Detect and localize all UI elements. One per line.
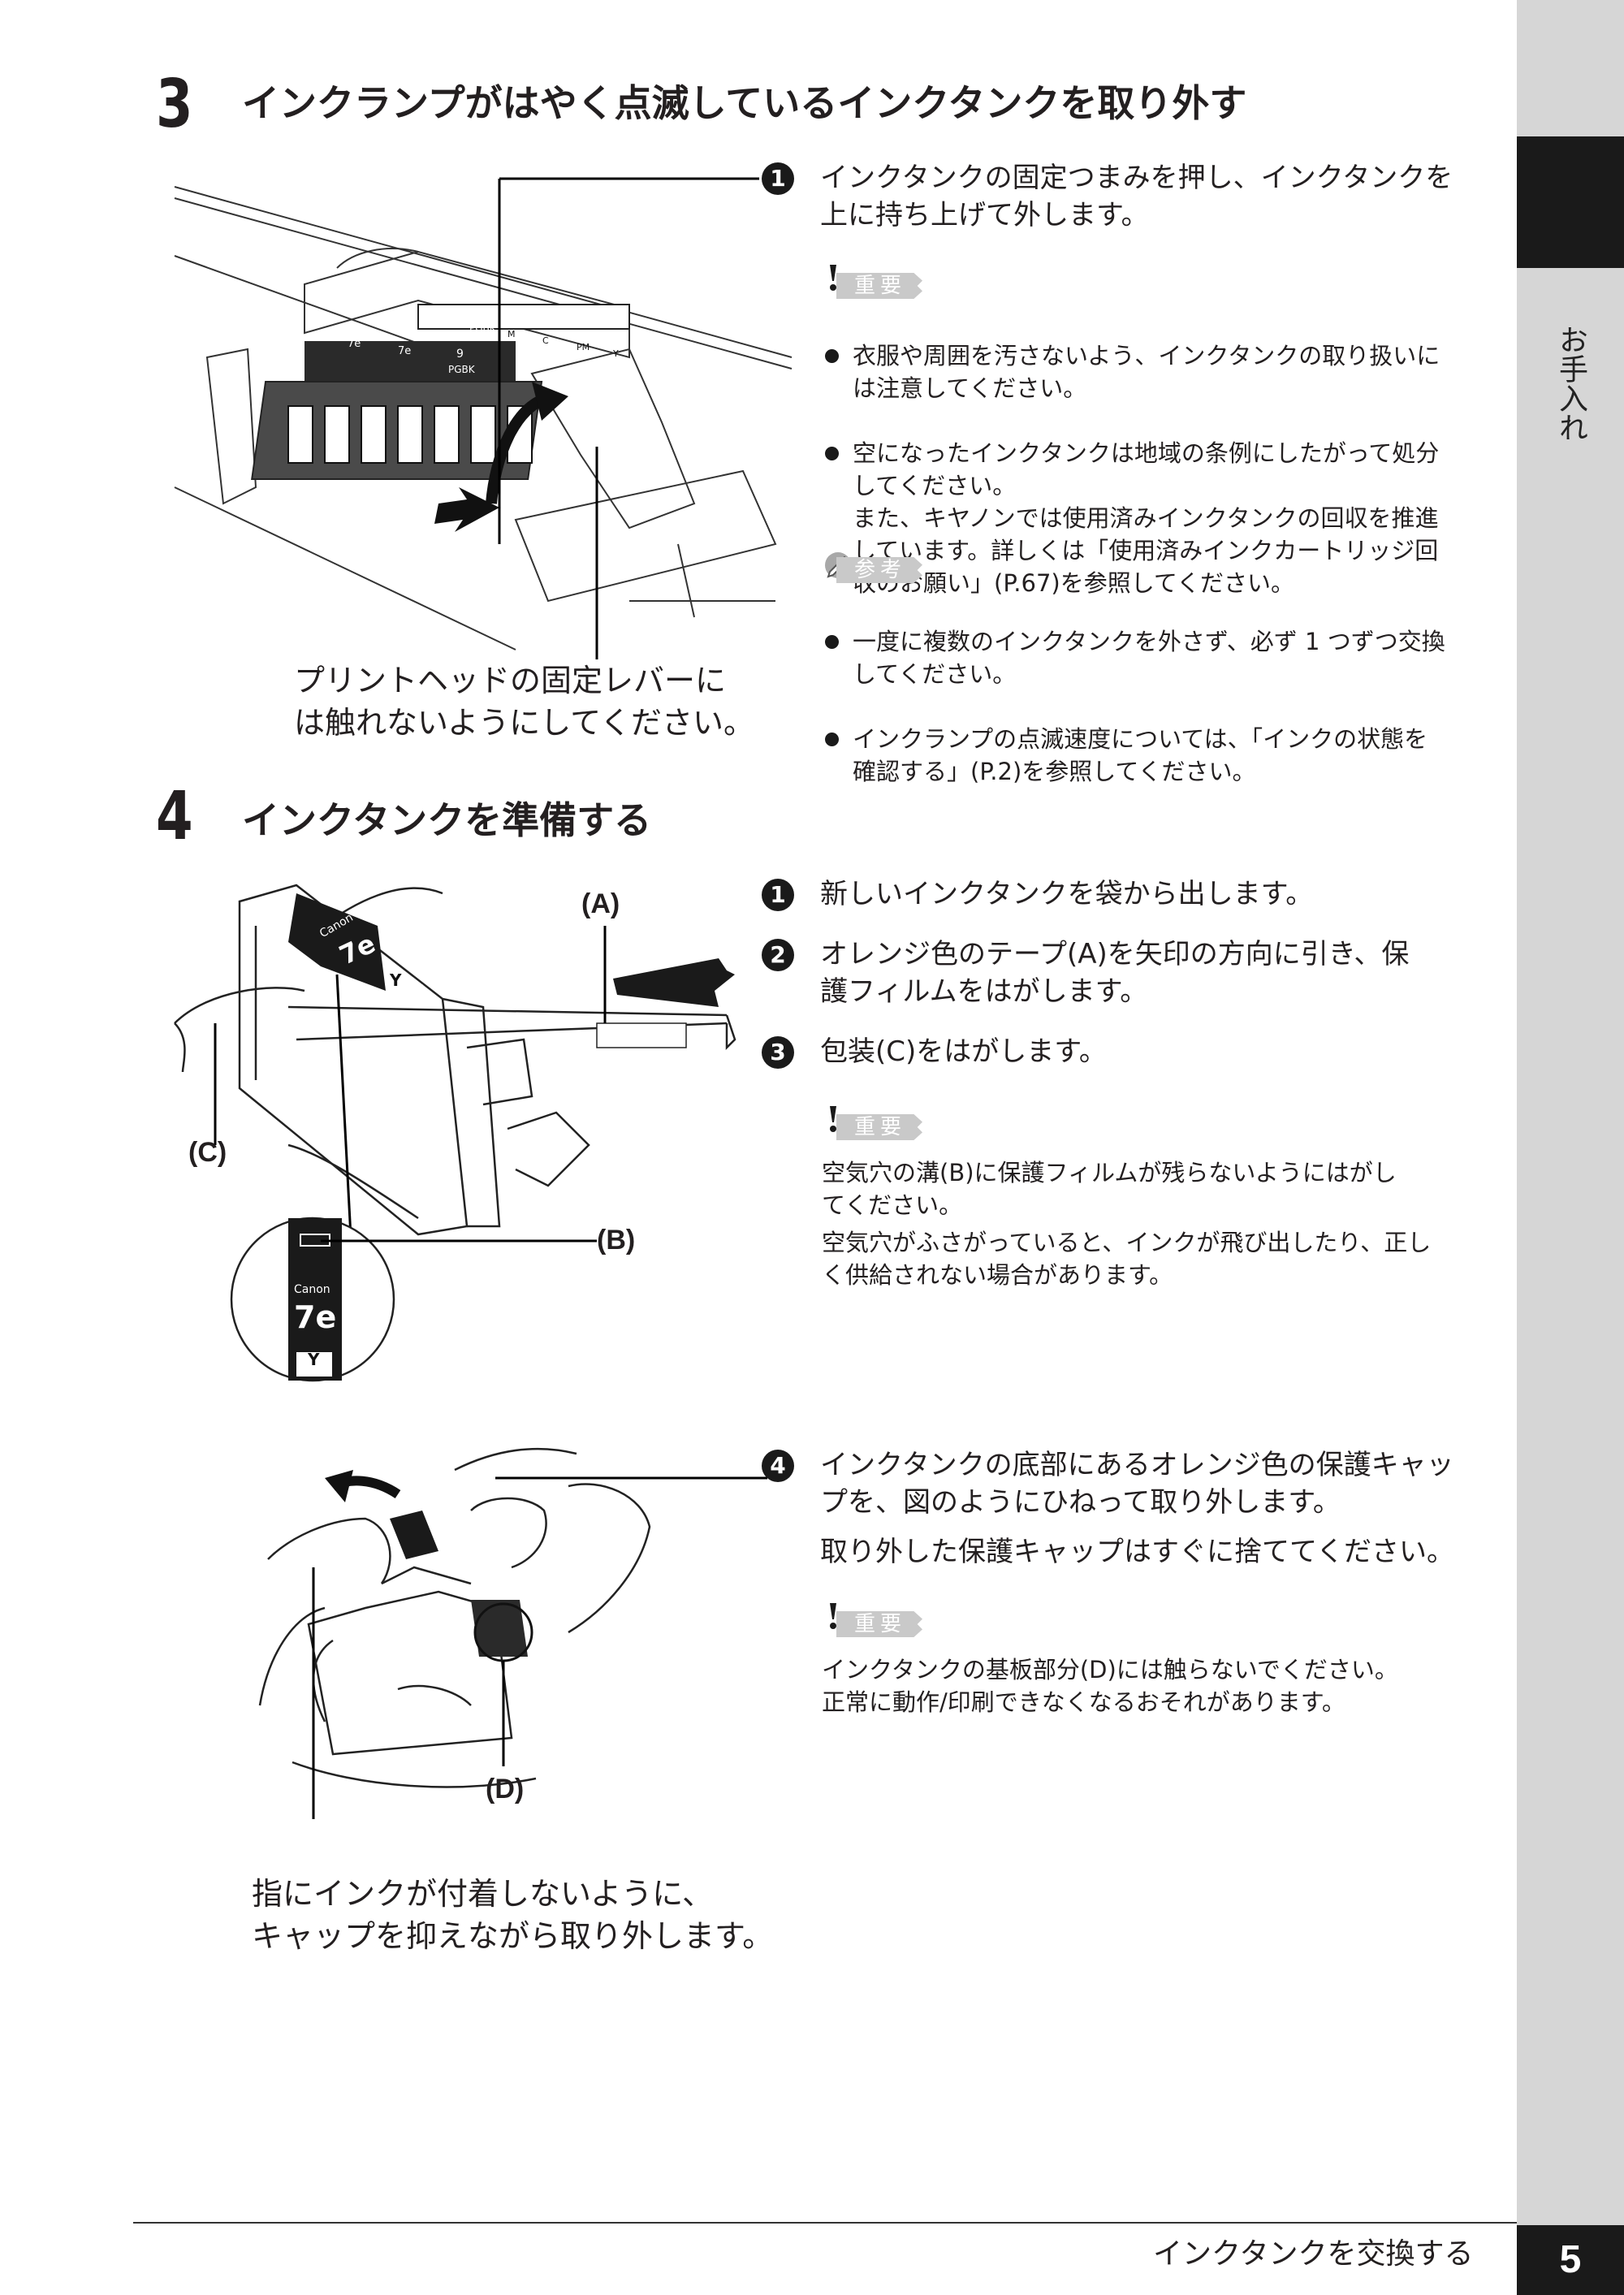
- step-4-item-4-number: 4: [762, 1450, 794, 1482]
- reference-badge: 参考: [822, 552, 935, 585]
- important-label: 重要: [854, 1115, 907, 1139]
- tank-color-code: Y: [390, 970, 402, 990]
- important-paragraph-2: 空気穴がふさがっていると、インクが飛び出したり、正し く供給されない場合がありま…: [822, 1229, 1432, 1289]
- exclamation-icon: [830, 1106, 836, 1132]
- step-4-item-2-text: オレンジ色のテープ(A)を矢印の方向に引き、保 護フィルムをはがします。: [820, 938, 1410, 1008]
- page-number: 5: [1517, 2225, 1624, 2295]
- important-bullet-list: 衣服や周囲を汚さないよう、インクタンクの取り扱いに は注意してください。 空にな…: [822, 307, 1488, 632]
- step-3-title: インクランプがはやく点滅しているインクタンクを取り外す: [242, 81, 1247, 125]
- hand-cap-illustration: [258, 1447, 767, 1819]
- important-badge: 重要: [822, 265, 935, 300]
- step-4-number: 4: [156, 778, 193, 855]
- label-d: (D): [486, 1774, 525, 1804]
- label-c: (C): [188, 1137, 227, 1168]
- label-a: (A): [581, 888, 620, 919]
- ink-tank-illustration: [174, 884, 736, 1382]
- important-bullet: 衣服や周囲を汚さないよう、インクタンクの取り扱いに は注意してください。: [822, 339, 1488, 404]
- reference-bullet-list: 一度に複数のインクタンクを外さず、必ず 1 つずつ交換 してください。 インクラ…: [822, 593, 1488, 820]
- important-label: 重要: [854, 274, 907, 298]
- sidebar-tab: お手入れ: [1517, 0, 1624, 2295]
- step-4-item-1-text: 新しいインクタンクを袋から出します。: [820, 878, 1314, 910]
- label-b: (B): [597, 1225, 636, 1256]
- step-3-item-1-text: インクタンクの固定つまみを押し、インクタンクを 上に持ち上げて外します。: [820, 162, 1453, 231]
- printer-head-illustration: [174, 177, 793, 659]
- step-3-item-1-number: 1: [762, 162, 794, 195]
- zoom-brand-text: Canon: [294, 1283, 330, 1296]
- reference-bullet: 一度に複数のインクタンクを外さず、必ず 1 つずつ交換 してください。: [822, 625, 1488, 690]
- zoom-model-text: 7e: [294, 1299, 337, 1335]
- tank-label-pgbk: PGBK: [469, 322, 496, 334]
- tank-label-c: C: [542, 335, 549, 346]
- step-4-item-2-number: 2: [762, 939, 794, 971]
- exclamation-icon: [830, 265, 836, 291]
- footer-rule: [133, 2222, 1517, 2224]
- important-label: 重要: [854, 1612, 907, 1636]
- zoom-color-code: Y: [308, 1350, 320, 1369]
- important-text: インクタンクの基板部分(D)には触らないでください。 正常に動作/印刷できなくな…: [822, 1656, 1398, 1716]
- step-4-title: インクタンクを準備する: [242, 798, 652, 842]
- step-3-caption: プリントヘッドの固定レバーに は触れないようにしてください。: [294, 663, 754, 741]
- step-4-item-1-number: 1: [762, 879, 794, 911]
- footer-section-title: インクタンクを交換する: [1153, 2237, 1474, 2271]
- sidebar-section-label: お手入れ: [1554, 325, 1587, 442]
- step-4-item-4-text: インクタンクの底部にあるオレンジ色の保護キャッ プを、図のようにひねって取り外し…: [820, 1449, 1454, 1519]
- step-4-item-3-number: 3: [762, 1036, 794, 1069]
- reference-bullet: インクランプの点滅速度については、「インクの状態を 確認する」(P.2)を参照し…: [822, 723, 1488, 788]
- tank-label-m: M: [508, 329, 516, 339]
- step-4-item-4-subtext: 取り外した保護キャップはすぐに捨ててください。: [820, 1536, 1454, 1568]
- tank-label-pm: PM: [577, 342, 590, 352]
- important-bullet: 空になったインクタンクは地域の条例にしたがって処分 してください。 また、キヤノ…: [822, 437, 1488, 599]
- reference-label: 参考: [854, 558, 907, 582]
- tank-label-7e-2: 7e: [398, 345, 412, 357]
- step-4-item-3-text: 包装(C)をはがします。: [820, 1035, 1107, 1068]
- important-badge-3: 重要: [822, 1603, 935, 1639]
- tank-label-y: Y: [613, 348, 619, 359]
- step-4-caption: 指にインクが付着しないように、 キャップを抑えながら取り外します。: [252, 1876, 774, 1954]
- tank-label-pgbk-2: PGBK: [448, 364, 475, 375]
- step-3-number: 3: [156, 66, 193, 143]
- tank-label-7e-1: 7e: [348, 338, 361, 350]
- important-badge-2: 重要: [822, 1106, 935, 1142]
- tank-label-9: 9: [456, 348, 464, 361]
- sidebar-marker: [1517, 136, 1624, 268]
- important-paragraph-1: 空気穴の溝(B)に保護フィルムが残らないようにはがし てください。: [822, 1159, 1397, 1219]
- exclamation-icon: [830, 1603, 836, 1629]
